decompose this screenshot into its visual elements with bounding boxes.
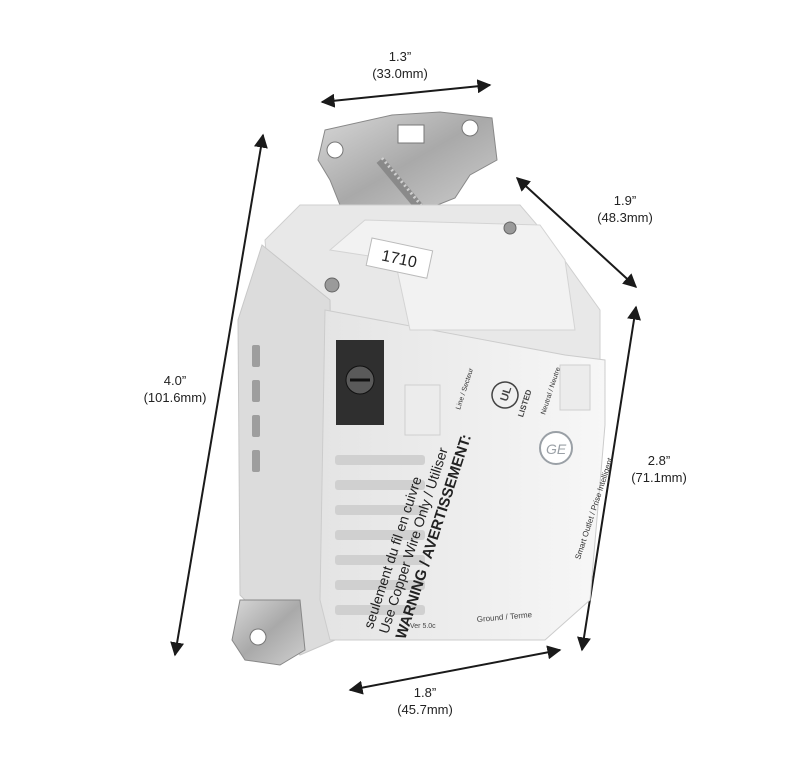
outlet-housing: 1710 xyxy=(237,204,606,656)
svg-text:UL: UL xyxy=(498,385,514,403)
strap-hole-left xyxy=(326,141,344,159)
dim-label-side-height: 2.8” (71.1mm) xyxy=(604,452,714,486)
dim-label-depth: 1.9” (48.3mm) xyxy=(570,192,680,226)
bottom-strap-hole xyxy=(249,628,267,646)
line-terminal xyxy=(336,340,384,425)
side-vents xyxy=(252,345,260,472)
arrow-depth xyxy=(515,177,638,288)
dim-side-height-mm: (71.1mm) xyxy=(631,470,687,485)
arrow-bottom-width xyxy=(348,645,562,695)
ge-logo: GE xyxy=(539,431,573,465)
dim-bottom-width-in: 1.8” xyxy=(413,685,437,700)
dim-bottom-width-mm: (45.7mm) xyxy=(397,702,453,717)
stamp-label: 1710 xyxy=(365,237,434,279)
side-screw-bottom xyxy=(503,221,517,235)
dim-label-bottom-width: 1.8” (45.7mm) xyxy=(370,684,480,718)
dim-label-top-width: 1.3” (33.0mm) xyxy=(345,48,455,82)
dim-top-width-in: 1.3” xyxy=(388,49,412,64)
front-vents xyxy=(335,455,425,615)
dim-side-height-in: 2.8” xyxy=(647,453,671,468)
arrow-top-width xyxy=(320,79,492,108)
dim-depth-in: 1.9” xyxy=(613,193,637,208)
bottom-mounting-strap xyxy=(231,599,306,666)
dim-label-height: 4.0” (101.6mm) xyxy=(120,372,230,406)
version-label: Ver 5.0c xyxy=(410,623,436,630)
dim-depth-mm: (48.3mm) xyxy=(597,210,653,225)
dim-top-width-mm: (33.0mm) xyxy=(372,66,428,81)
svg-text:GE: GE xyxy=(546,441,567,457)
arrow-height xyxy=(170,133,268,657)
dim-height-in: 4.0” xyxy=(163,373,187,388)
dim-height-mm: (101.6mm) xyxy=(143,390,207,405)
strap-hole-right xyxy=(461,119,479,137)
side-screw-top xyxy=(324,277,340,293)
